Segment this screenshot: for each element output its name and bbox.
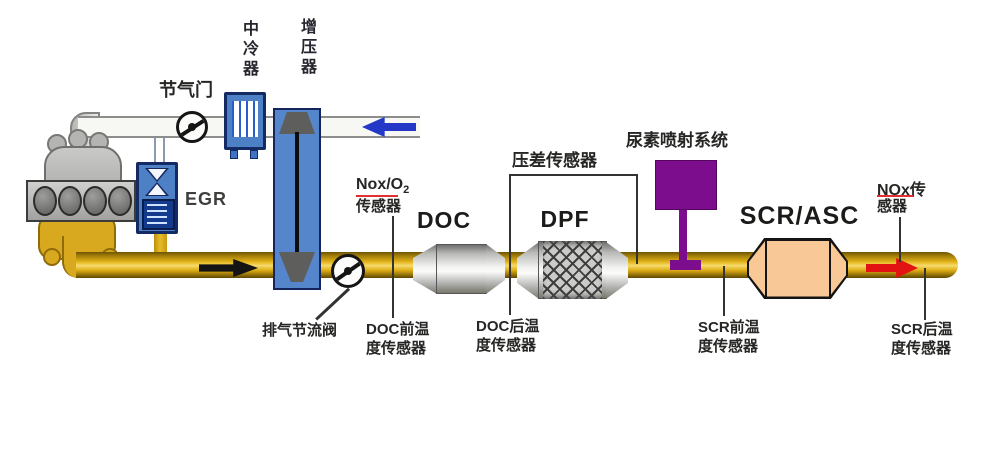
sensor-line <box>899 217 901 262</box>
sensor-line <box>392 216 394 318</box>
doc-rear-temp-label: DOC后温 度传感器 <box>476 317 539 355</box>
egr-label: EGR <box>185 189 228 209</box>
doc-catalyst <box>436 244 487 294</box>
throttle-label: 节气门 <box>159 80 213 100</box>
urea-injector-stem <box>679 208 687 262</box>
exhaust-throttle-label: 排气节流阀 <box>262 322 338 339</box>
scr-rear-temp-line1: SCR后温 <box>891 321 953 338</box>
intercooler-label: 中冷器 <box>240 20 257 80</box>
turbocharger-label: 增压器 <box>298 18 315 78</box>
pressure-sensor-label: 压差传感器 <box>512 151 597 170</box>
intercooler-leg <box>230 150 238 159</box>
scr-front-temp-label: SCR前温 度传感器 <box>698 318 760 356</box>
doc-label: DOC <box>416 207 472 233</box>
engine-cylinder <box>33 186 57 216</box>
egr-valve-icon <box>148 169 166 180</box>
scr-divider-line <box>829 240 831 297</box>
nox-sensor-label-line1: NOx传 <box>877 182 926 199</box>
sensor-line <box>723 266 725 316</box>
turbo-shaft-icon <box>295 132 299 258</box>
egr-exhaust-stem <box>154 232 167 255</box>
spellcheck-underline <box>356 195 398 197</box>
doc-front-temp-line2: 度传感器 <box>366 340 427 357</box>
doc-front-temp-line1: DOC前温 <box>366 321 430 338</box>
pressure-sensor-bracket <box>510 174 638 176</box>
scr-divider-line <box>765 240 767 297</box>
engine-cylinder <box>83 186 107 216</box>
throttle-dot-icon <box>188 123 196 131</box>
exhaust-throttle-pointer-line <box>315 287 350 321</box>
pressure-sensor-line-right <box>636 174 638 264</box>
pressure-sensor-line-left <box>509 174 511 315</box>
exhaust-throttle-dot-icon <box>344 267 352 275</box>
urea-injection-box <box>655 160 717 210</box>
scr-front-temp-line1: SCR前温 <box>698 319 760 336</box>
nox-o2-sensor-label-line2: 传感器 <box>356 198 402 215</box>
urea-injector-nozzle <box>670 260 701 270</box>
spellcheck-underline <box>877 195 913 197</box>
nox-o2-sensor-label: Nox/O2 <box>356 176 409 196</box>
scr-rear-temp-label: SCR后温 度传感器 <box>891 320 953 358</box>
nox-o2-text: Nox/O <box>356 176 404 193</box>
scr-rear-temp-line2: 度传感器 <box>891 340 952 357</box>
doc-rear-temp-line1: DOC后温 <box>476 318 540 335</box>
exhaust-manifold-bump <box>43 248 61 266</box>
sensor-line <box>924 268 926 320</box>
scr-catalyst <box>749 240 846 297</box>
throttle-valve-icon <box>176 111 208 143</box>
engine-cylinder <box>58 186 82 216</box>
exhaust-throttle-valve-icon <box>331 254 365 288</box>
egr-cooler <box>142 199 175 230</box>
turbo-compressor-icon <box>279 112 315 134</box>
doc-rear-temp-line2: 度传感器 <box>476 337 537 354</box>
doc-outlet-cone <box>486 244 505 294</box>
intercooler <box>224 92 266 150</box>
egr-intake-connector <box>154 138 165 163</box>
nox-o2-sub: 2 <box>403 184 410 197</box>
doc-front-temp-label: DOC前温 度传感器 <box>366 320 429 358</box>
egr-valve-icon <box>148 184 166 195</box>
dpf-outlet-cone <box>606 242 628 299</box>
intercooler-fins-icon <box>232 101 258 137</box>
urea-injection-label: 尿素喷射系统 <box>626 131 728 150</box>
scr-front-temp-line2: 度传感器 <box>698 338 759 355</box>
scr-label: SCR/ASC <box>739 202 860 230</box>
egr-cooler-coil-icon <box>147 204 167 225</box>
engine-cylinder <box>108 186 132 216</box>
intercooler-leg <box>250 150 258 159</box>
dpf-inlet-cone <box>517 242 539 299</box>
dpf-label: DPF <box>540 206 590 232</box>
nox-sensor-label-line2: 感器 <box>877 198 908 215</box>
dpf-mesh-icon <box>543 241 602 299</box>
